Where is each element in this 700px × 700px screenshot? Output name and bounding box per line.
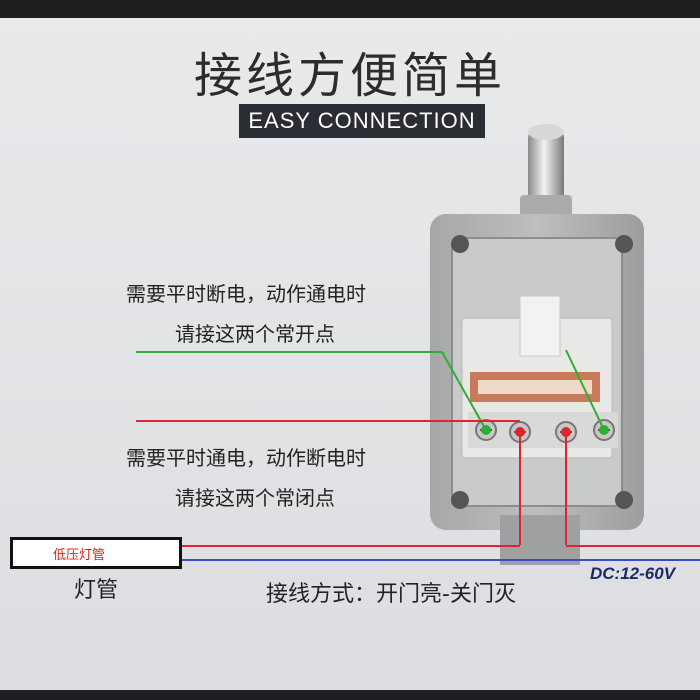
lamp-box-label: 低压灯管	[53, 548, 106, 563]
subtitle-banner: EASY CONNECTION	[239, 104, 485, 138]
normally-closed-caption-line1: 需要平时通电，动作断电时	[126, 446, 366, 470]
normally-open-wires	[136, 349, 605, 431]
normally-closed-wires	[136, 420, 700, 547]
lamp-box: 低压灯管	[10, 537, 182, 569]
top-dark-bar	[0, 0, 700, 18]
voltage-label: DC:12-60V	[590, 564, 676, 583]
normally-open-caption-line1: 需要平时断电，动作通电时	[126, 282, 366, 306]
wiring-method-text: 接线方式：开门亮-关门灭	[266, 582, 516, 607]
lamp-name: 灯管	[74, 578, 119, 603]
bottom-dark-bar	[0, 690, 700, 700]
normally-open-caption-line2: 请接这两个常开点	[175, 322, 335, 346]
page-title: 接线方便简单	[193, 48, 506, 104]
normally-closed-caption-line2: 请接这两个常闭点	[175, 486, 335, 510]
